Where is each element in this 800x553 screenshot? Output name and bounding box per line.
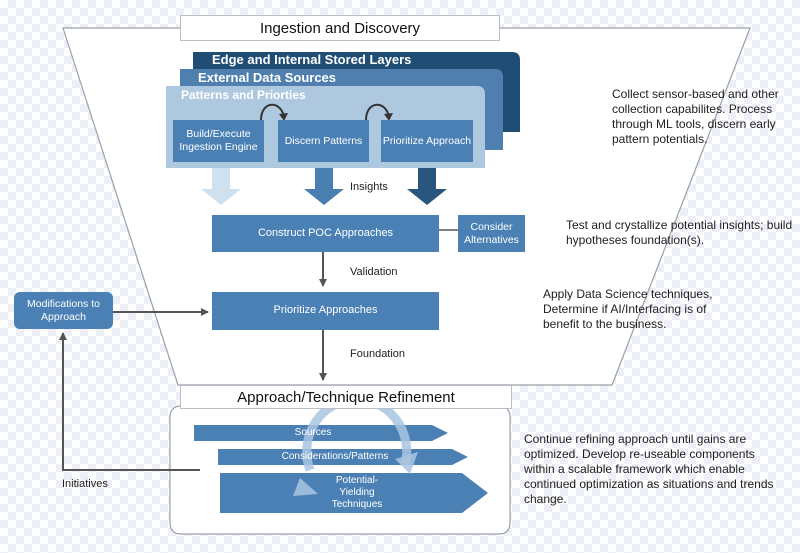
label-initiatives: Initiatives bbox=[62, 478, 108, 490]
header-ingestion: Ingestion and Discovery bbox=[180, 15, 500, 41]
block-arrow-mid bbox=[304, 168, 344, 205]
step-prioritize-box: Prioritize Approach bbox=[381, 120, 473, 162]
refinement-potential: Potential-Yielding Techniques bbox=[322, 475, 392, 511]
description-refinement: Continue refining approach until gains a… bbox=[524, 432, 774, 506]
step-prioritize-label: Prioritize Approach bbox=[382, 134, 472, 147]
construct-poc-label: Construct POC Approaches bbox=[257, 226, 394, 239]
description-ingestion: Collect sensor-based and other collectio… bbox=[612, 87, 779, 146]
refinement-considerations-label: Considerations/Patterns bbox=[281, 451, 389, 462]
label-insights: Insights bbox=[350, 181, 388, 193]
modifications-box: Modifications to Approach bbox=[14, 292, 113, 329]
step-build-label: Build/Execute Ingestion Engine bbox=[179, 128, 258, 153]
prioritize-approaches-label: Prioritize Approaches bbox=[273, 304, 378, 317]
construct-poc-box: Construct POC Approaches bbox=[212, 215, 439, 252]
label-foundation: Foundation bbox=[350, 348, 406, 360]
description-prioritize: Apply Data Science techniques, Determine… bbox=[543, 287, 713, 331]
layer-edge-label: Edge and Internal Stored Layers bbox=[212, 52, 412, 67]
prioritize-approaches-box: Prioritize Approaches bbox=[212, 292, 439, 330]
refinement-sources-label: Sources bbox=[294, 427, 332, 438]
header-refinement: Approach/Technique Refinement bbox=[180, 385, 512, 409]
step-build-box: Build/Execute Ingestion Engine bbox=[173, 120, 264, 162]
arrow-initiatives bbox=[59, 332, 200, 471]
consider-alternatives-label: Consider Alternatives bbox=[464, 220, 519, 246]
description-poc: Test and crystallize potential insights;… bbox=[566, 218, 793, 247]
refinement-sources: Sources bbox=[194, 425, 432, 441]
modifications-label: Modifications to Approach bbox=[27, 297, 100, 323]
consider-alternatives-box: Consider Alternatives bbox=[458, 215, 525, 252]
block-arrow-dark bbox=[407, 168, 447, 205]
potential-arrow bbox=[220, 473, 488, 513]
layer-patterns-label: Patterns and Priorties bbox=[181, 88, 306, 102]
block-arrow-light bbox=[201, 168, 241, 205]
step-discern-box: Discern Patterns bbox=[278, 120, 369, 162]
refinement-potential-label: Potential-Yielding Techniques bbox=[331, 475, 383, 510]
refinement-considerations: Considerations/Patterns bbox=[218, 449, 452, 465]
step-discern-label: Discern Patterns bbox=[284, 134, 363, 147]
label-validation: Validation bbox=[350, 266, 398, 278]
header-ingestion-text: Ingestion and Discovery bbox=[259, 19, 421, 37]
header-refinement-text: Approach/Technique Refinement bbox=[237, 388, 455, 406]
sources-arrow bbox=[194, 425, 448, 441]
layer-external-label: External Data Sources bbox=[198, 70, 337, 85]
